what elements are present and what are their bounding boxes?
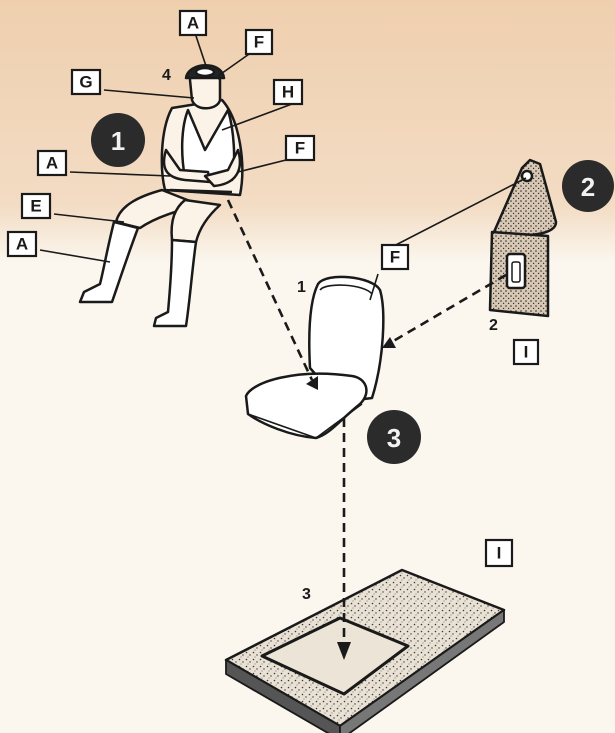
callout-h: H [274,80,302,104]
callout-h-label: H [282,83,294,102]
step-2-number: 2 [581,172,595,202]
callout-a-top: A [180,11,206,35]
callout-f-seat-label: F [390,248,400,267]
callout-i-floor-label: I [497,544,502,563]
callout-e: E [22,194,50,218]
part-number-bracket: 2 [489,317,498,334]
callout-g: G [72,70,100,94]
step-2-badge: 2 [562,160,614,212]
callout-i-floor: I [486,540,512,566]
callout-a-low: A [8,232,36,256]
step-3-badge: 3 [367,410,421,464]
callout-a-mid: A [38,151,66,175]
callout-a-low-label: A [16,235,28,254]
step-3-number: 3 [387,423,401,453]
step-1-badge: 1 [91,113,145,167]
callout-f-top-label: F [254,33,264,52]
step-1-number: 1 [111,126,125,156]
callout-i-bracket-label: I [524,343,529,362]
callout-f-mid-label: F [295,139,305,158]
part-number-floor: 3 [302,586,311,603]
part-number-seat: 1 [297,279,306,296]
callout-a-mid-label: A [46,154,58,173]
part-number-helmet: 4 [162,67,171,84]
callout-g-label: G [79,73,92,92]
callout-f-seat: F [382,245,408,269]
callout-a-top-label: A [187,14,199,33]
callout-f-mid: F [286,136,314,160]
callout-f-top: F [246,30,272,54]
callout-i-bracket: I [514,340,538,364]
callout-e-label: E [30,197,41,216]
